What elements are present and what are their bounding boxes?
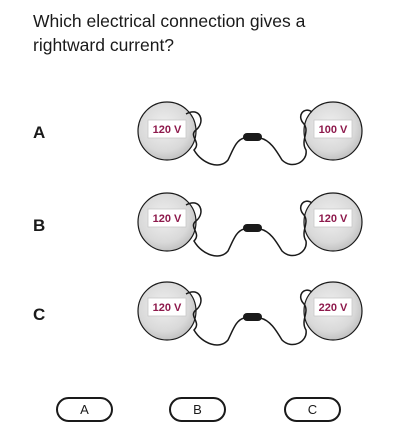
left-voltage-label: 120 V xyxy=(153,302,182,314)
answer-a-button[interactable]: A xyxy=(56,397,113,422)
left-voltage-box xyxy=(147,297,187,317)
row-label-a: A xyxy=(33,123,46,142)
row-label-c: C xyxy=(33,305,46,324)
connection-row-a: 120 V 100 V xyxy=(137,101,363,166)
right-voltage-box xyxy=(313,208,353,228)
right-voltage-box xyxy=(313,297,353,317)
question-text: Which electrical connection gives a righ… xyxy=(33,11,306,55)
answer-b-button[interactable]: B xyxy=(169,397,226,422)
connection-row-c: 120 V 220 V xyxy=(137,281,363,346)
left-voltage-label: 120 V xyxy=(153,213,182,225)
left-voltage-box xyxy=(147,119,187,139)
left-voltage-box xyxy=(147,208,187,228)
connection-row-b: 120 V 120 V xyxy=(137,192,363,257)
right-voltage-box xyxy=(313,119,353,139)
left-voltage-label: 120 V xyxy=(153,124,182,136)
right-voltage-label: 220 V xyxy=(319,302,348,314)
wire-connector xyxy=(243,224,262,232)
answer-c-button[interactable]: C xyxy=(284,397,341,422)
wire-connector xyxy=(243,313,262,321)
right-voltage-label: 100 V xyxy=(319,124,348,136)
row-label-b: B xyxy=(33,216,46,235)
wire-connector xyxy=(243,133,262,141)
right-voltage-label: 120 V xyxy=(319,213,348,225)
